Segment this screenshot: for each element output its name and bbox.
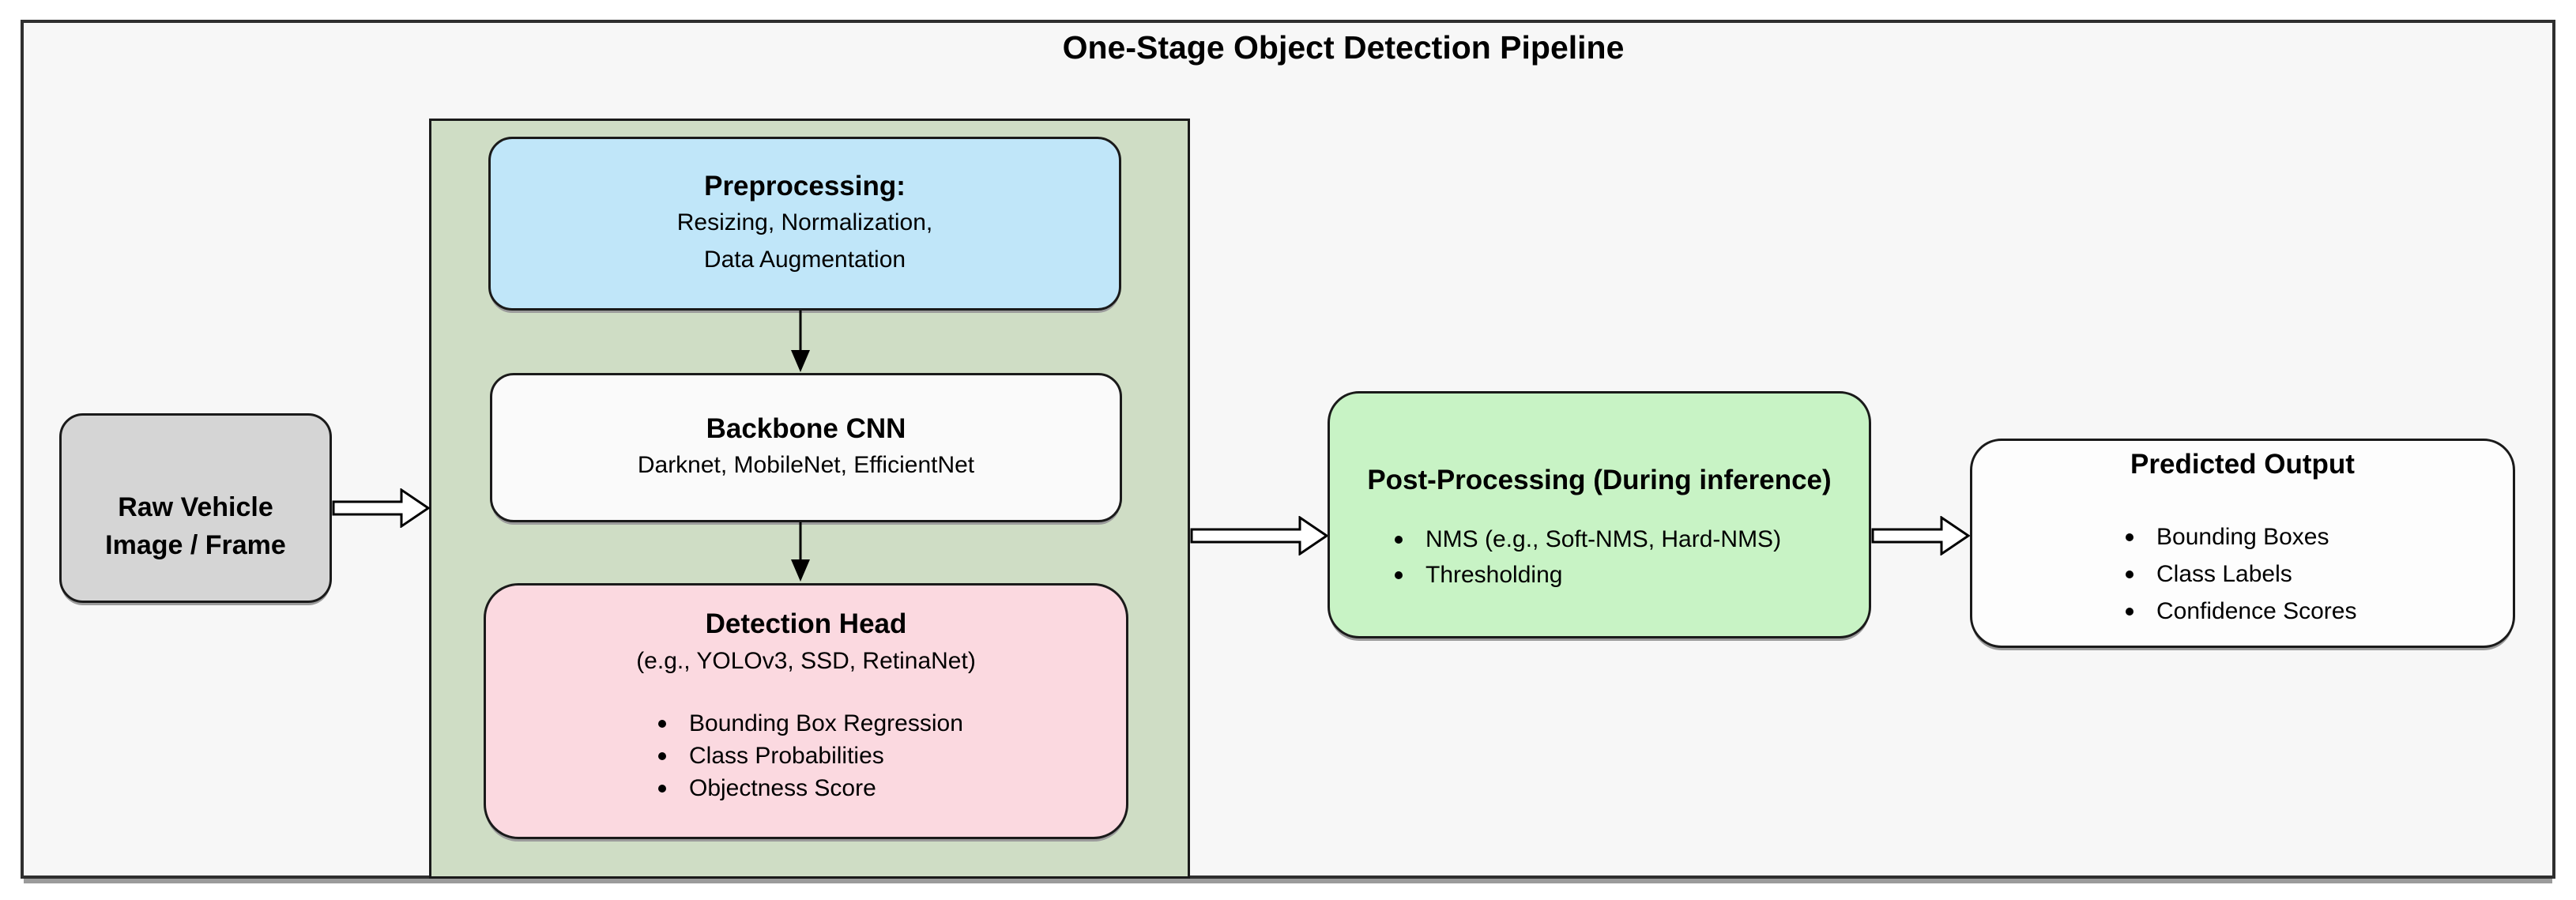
flow-arrow-right-icon (332, 488, 431, 528)
input-label-line1: Raw Vehicle (118, 492, 273, 522)
list-item: Class Probabilities (658, 740, 1126, 772)
flow-arrow-down-icon (791, 522, 810, 582)
node-detection-head: Detection Head (e.g., YOLOv3, SSD, Retin… (484, 583, 1128, 839)
detection-head-subtitle: (e.g., YOLOv3, SSD, RetinaNet) (636, 648, 976, 674)
flow-arrow-down-icon (791, 311, 810, 372)
detection-head-bullet-list: Bounding Box Regression Class Probabilit… (658, 707, 1126, 804)
preprocessing-line2: Data Augmentation (703, 247, 906, 273)
node-post-processing: Post-Processing (During inference) NMS (… (1328, 391, 1871, 638)
node-backbone-cnn: Backbone CNN Darknet, MobileNet, Efficie… (490, 373, 1122, 522)
predicted-output-bullet-list: Bounding Boxes Class Labels Confidence S… (2126, 518, 2513, 630)
list-item: Bounding Boxes (2126, 518, 2513, 555)
post-processing-bullet-list: NMS (e.g., Soft-NMS, Hard-NMS) Threshold… (1395, 522, 1869, 593)
list-item: Confidence Scores (2126, 593, 2513, 630)
flow-arrow-right-icon (1190, 516, 1329, 555)
node-raw-vehicle-input: Raw Vehicle Image / Frame (59, 413, 332, 603)
backbone-subtitle: Darknet, MobileNet, EfficientNet (637, 452, 975, 478)
backbone-title: Backbone CNN (706, 413, 906, 444)
list-item: Class Labels (2126, 555, 2513, 593)
list-item: Objectness Score (658, 772, 1126, 804)
input-label-line2: Image / Frame (105, 530, 286, 560)
list-item: NMS (e.g., Soft-NMS, Hard-NMS) (1395, 522, 1869, 557)
node-preprocessing: Preprocessing: Resizing, Normalization, … (488, 137, 1121, 311)
preprocessing-title: Preprocessing: (704, 171, 906, 201)
node-predicted-output: Predicted Output Bounding Boxes Class La… (1970, 439, 2515, 648)
list-item: Bounding Box Regression (658, 707, 1126, 740)
post-processing-title: Post-Processing (During inference) (1367, 465, 1832, 495)
page-title: One-Stage Object Detection Pipeline (1062, 29, 1625, 66)
preprocessing-line1: Resizing, Normalization, (676, 209, 933, 235)
predicted-output-title: Predicted Output (2130, 449, 2355, 480)
flow-arrow-right-icon (1871, 516, 1971, 555)
detection-head-title: Detection Head (705, 608, 907, 639)
list-item: Thresholding (1395, 557, 1869, 593)
